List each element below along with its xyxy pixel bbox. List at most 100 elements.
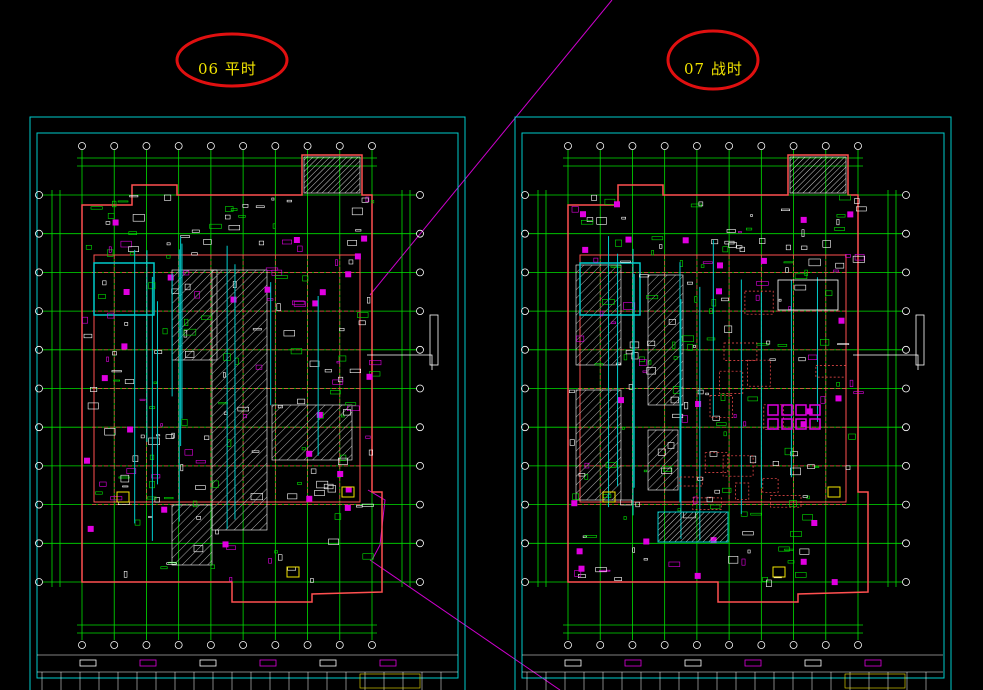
title-block-cell: [359, 673, 421, 689]
detail-mark: [191, 252, 198, 256]
detail-mark: [710, 504, 721, 510]
grid-bubble: [902, 191, 910, 199]
detail-mark: [766, 579, 772, 587]
grid-bubble: [902, 345, 910, 354]
leader: [367, 354, 433, 370]
wartime-partition: [704, 452, 729, 473]
detail-mark: [309, 360, 320, 367]
detail-mark: [237, 406, 250, 412]
legend-swatch: [624, 659, 642, 667]
wartime-partition: [722, 455, 754, 477]
equipment-block: [695, 401, 702, 407]
equipment-block: [800, 216, 807, 223]
detail-mark: [698, 201, 704, 207]
detail-mark: [578, 473, 586, 477]
hatched-room: [647, 274, 684, 406]
detail-mark: [283, 330, 295, 337]
detail-mark: [365, 196, 370, 203]
grid-bubble: [757, 641, 766, 649]
detail-mark: [769, 358, 776, 361]
grid-bubble: [628, 641, 637, 649]
detail-mark: [251, 450, 260, 453]
grid-bubble: [35, 229, 43, 238]
detail-mark: [819, 339, 830, 346]
detail-mark: [595, 567, 607, 573]
equipment-block: [87, 525, 94, 532]
detail-mark: [302, 275, 309, 282]
grid-bubble: [416, 423, 424, 432]
grid-bubble: [521, 229, 529, 238]
detail-mark: [755, 294, 760, 301]
sheet-outer-frame: [29, 116, 466, 690]
detail-mark: [314, 490, 325, 496]
detail-mark: [192, 500, 198, 508]
detail-mark: [836, 214, 846, 218]
grid-bubble: [821, 142, 830, 150]
detail-mark: [604, 198, 616, 205]
equipment-block: [361, 235, 368, 242]
detail-mark: [605, 462, 617, 468]
grid-bubble: [902, 229, 910, 238]
detail-mark: [777, 343, 788, 347]
detail-mark: [140, 434, 145, 439]
detail-mark: [852, 255, 865, 263]
equipment-room: [657, 511, 729, 543]
grid-bubble: [416, 268, 424, 277]
detail-mark: [337, 457, 348, 465]
sheet-inner-frame: [36, 132, 459, 679]
detail-mark: [338, 376, 344, 383]
equipment-block: [838, 317, 845, 324]
detail-mark: [584, 474, 589, 480]
detail-mark: [160, 423, 163, 427]
leader: [853, 354, 919, 370]
grid-bubble: [78, 641, 86, 649]
detail-mark: [700, 264, 705, 268]
detail-mark: [128, 231, 138, 235]
grid-bubble: [35, 268, 43, 277]
grid-bubble: [521, 307, 529, 316]
grid-bubble: [854, 142, 862, 150]
detail-mark: [801, 229, 805, 237]
detail-mark: [335, 259, 338, 267]
detail-mark: [855, 206, 867, 212]
detail-mark: [635, 501, 640, 508]
red-ellipse-marker: [175, 32, 289, 88]
equipment-block: [316, 411, 323, 418]
grid-bubble: [564, 641, 572, 649]
detail-mark: [183, 270, 190, 276]
detail-mark: [105, 221, 111, 225]
detail-mark: [107, 312, 115, 319]
legend-swatch: [379, 659, 397, 667]
grid-bubble: [78, 142, 86, 150]
hatched-room: [211, 269, 268, 531]
detail-mark: [301, 447, 306, 451]
detail-mark: [297, 245, 303, 252]
detail-mark: [160, 566, 168, 570]
detail-mark: [780, 208, 790, 212]
detail-mark: [368, 449, 374, 456]
grid-bubble: [35, 578, 43, 586]
detail-mark: [210, 564, 216, 569]
detail-mark: [740, 511, 748, 517]
detail-mark: [209, 223, 222, 229]
grid-bubble: [521, 268, 529, 277]
detail-mark: [723, 431, 727, 437]
detail-mark: [632, 547, 636, 553]
detail-mark: [272, 223, 276, 229]
detail-mark: [714, 489, 720, 494]
grid-bubble: [854, 641, 862, 649]
hatched-area: [303, 156, 361, 194]
grid-bubble: [35, 461, 43, 470]
equipment-block: [264, 286, 271, 293]
north-arrow-icon: [286, 566, 300, 578]
detail-mark: [706, 496, 713, 503]
detail-mark: [647, 340, 656, 347]
detail-mark: [250, 493, 263, 501]
detail-mark: [316, 480, 329, 489]
detail-mark: [724, 240, 735, 245]
detail-mark: [129, 252, 135, 256]
detail-mark: [349, 368, 362, 374]
legend-swatch: [259, 659, 277, 667]
equipment-block: [767, 418, 779, 430]
detail-mark: [148, 516, 153, 518]
